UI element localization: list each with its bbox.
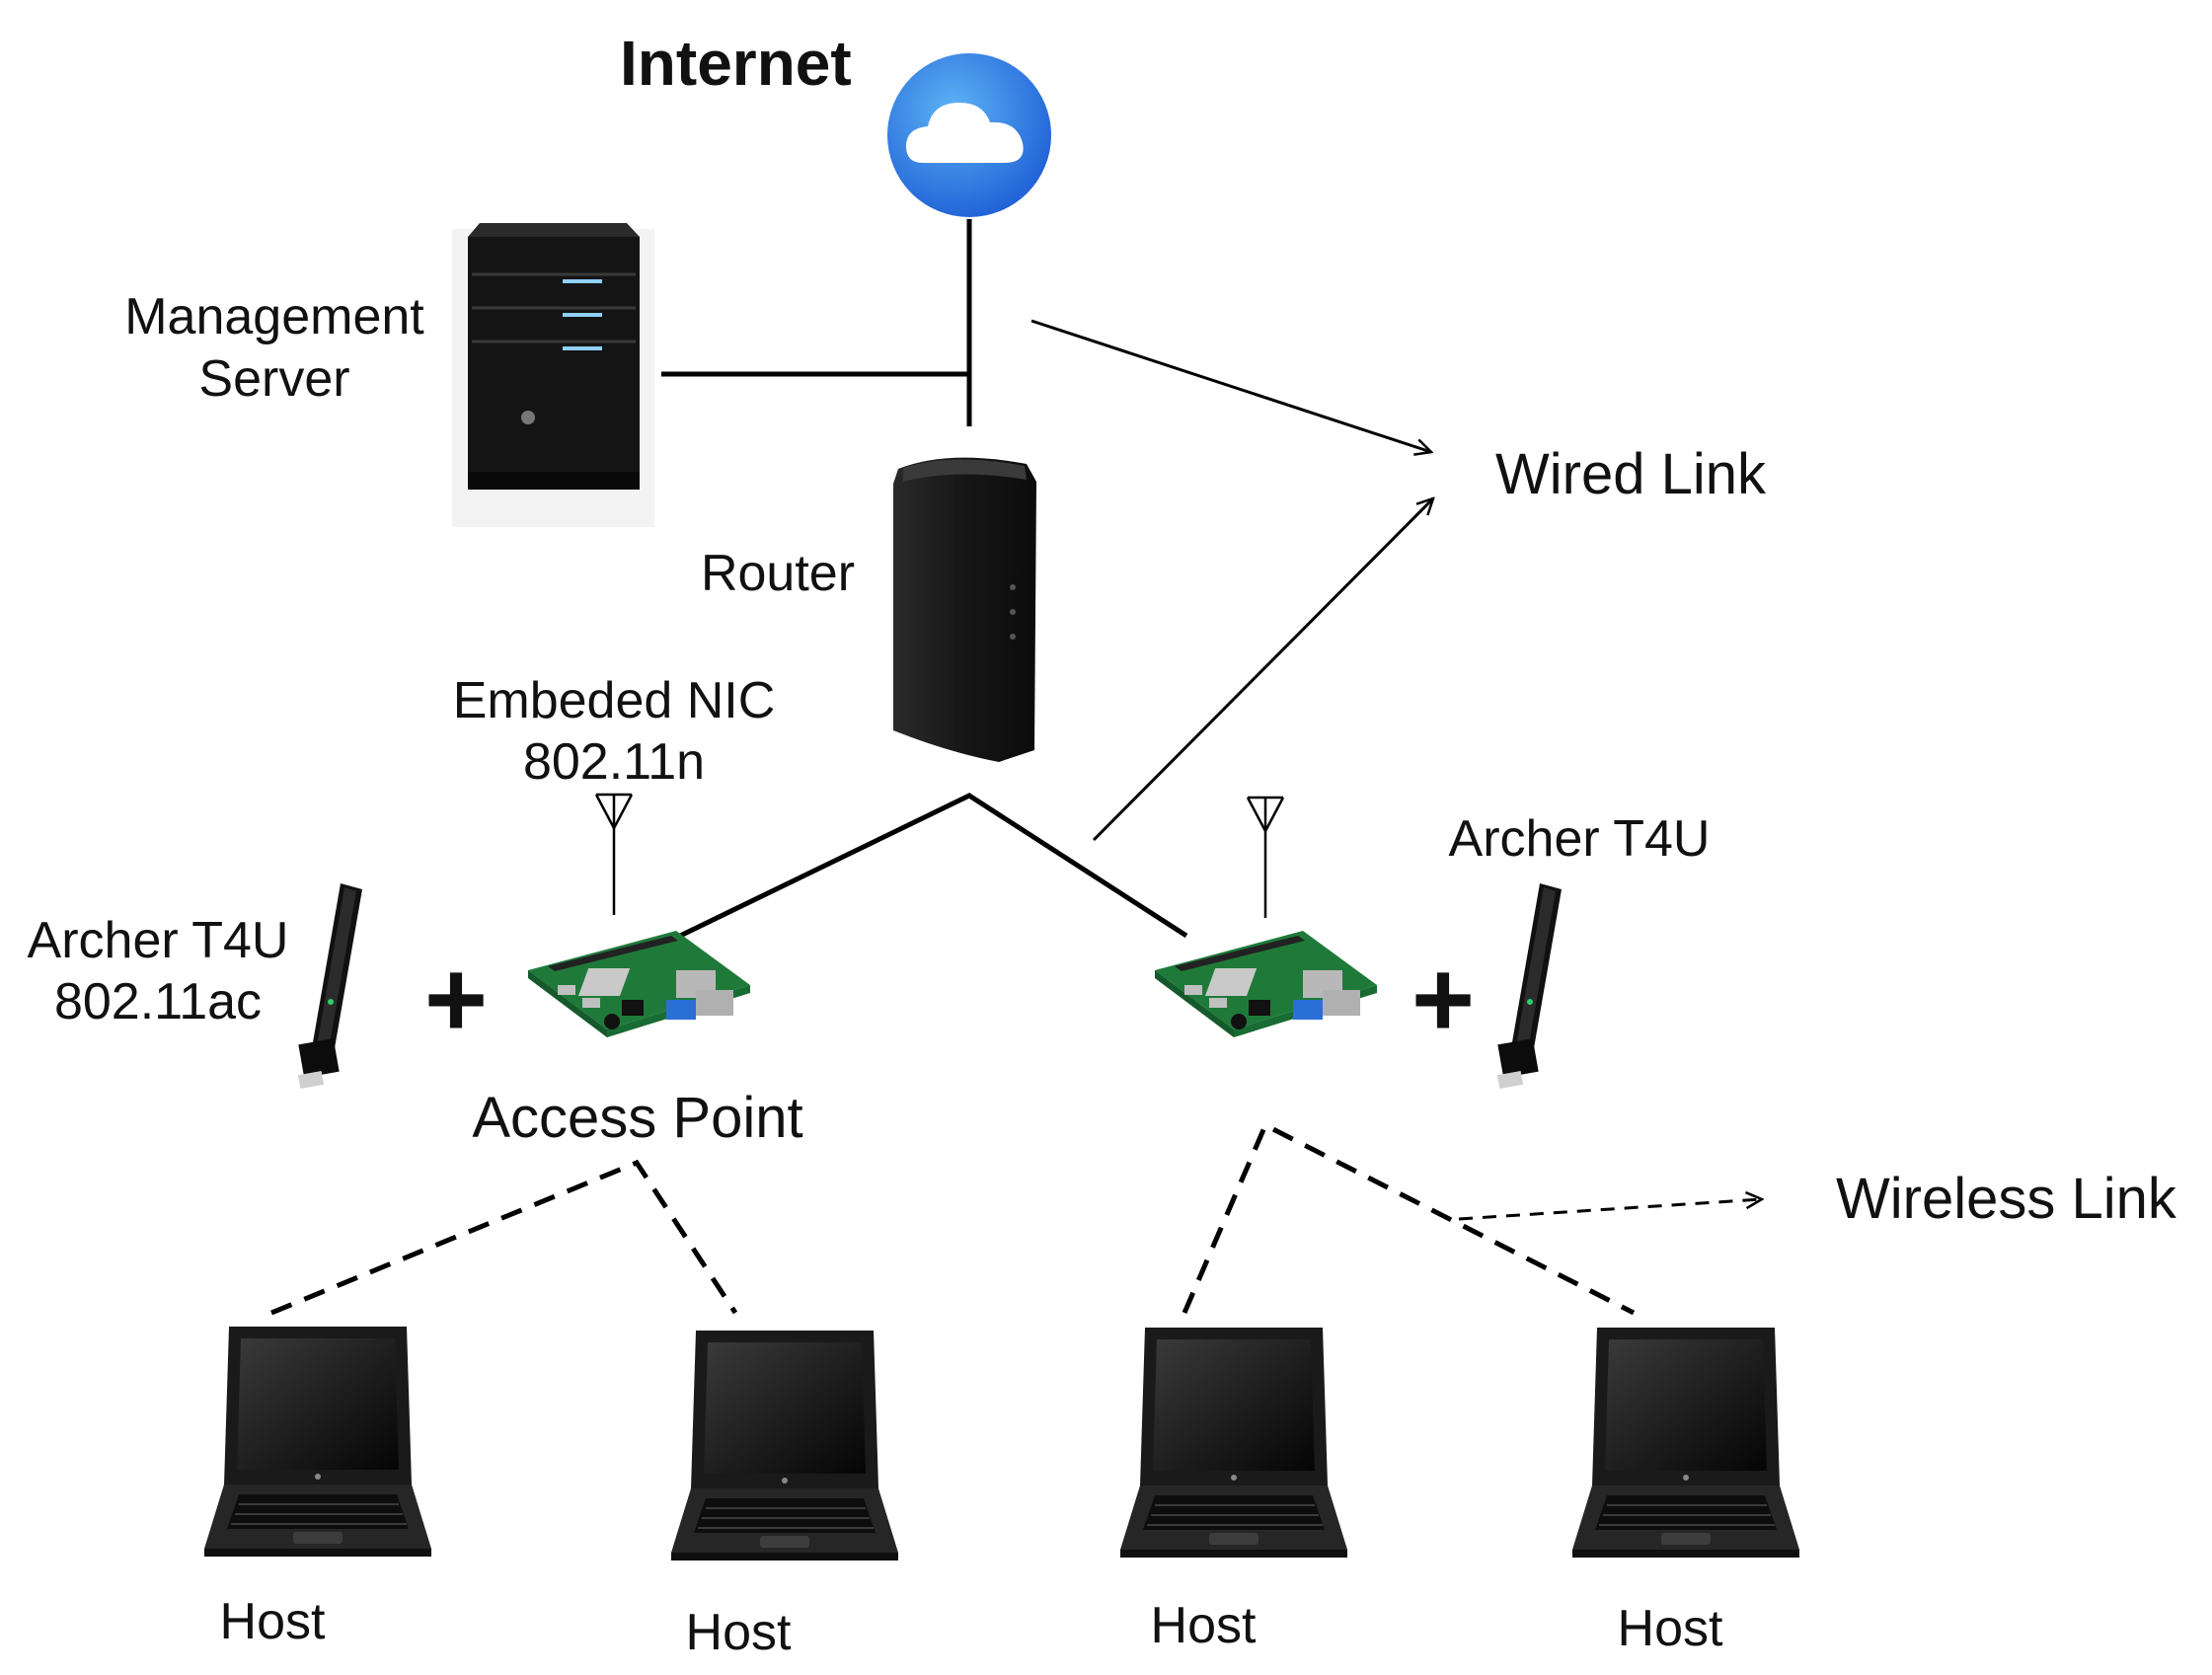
usb-wifi-adapter-icon: [297, 883, 362, 1089]
wired-connections: [661, 219, 1188, 941]
antenna-icon: [1246, 796, 1285, 920]
archer-left-label-line1: Archer T4U: [28, 912, 289, 969]
router: [893, 457, 1036, 762]
right-ap-wireless: [1182, 1121, 1636, 1316]
wireless-connections: [270, 1121, 1636, 1316]
wired-arrow-bottom: [1092, 498, 1433, 842]
router-label: Router: [701, 545, 855, 602]
raspberry-pi-icon: [1155, 931, 1377, 1037]
management-server-label-line1: Management: [124, 288, 424, 345]
host-label: Host: [220, 1593, 326, 1650]
antenna-icon: [594, 793, 634, 917]
laptop-icon: [1571, 1327, 1800, 1559]
access-point-label: Access Point: [472, 1086, 802, 1150]
management-server: [452, 223, 654, 527]
host-label: Host: [686, 1604, 792, 1661]
laptop-icon: [203, 1326, 432, 1558]
internet-label: Internet: [620, 28, 852, 99]
laptop-icon: [1119, 1327, 1348, 1559]
wired-link-arrows: [1030, 319, 1433, 842]
embedded-nic-label-line1: Embeded NIC: [453, 672, 776, 729]
router-access-points-link: [674, 793, 1188, 941]
wired-link-label: Wired Link: [1495, 442, 1767, 506]
archer-left-label-line2: 802.11ac: [54, 973, 262, 1030]
embedded-nic-label-line2: 802.11n: [523, 733, 705, 791]
wireless-link-label: Wireless Link: [1836, 1167, 2177, 1231]
management-server-label-line2: Server: [198, 350, 349, 408]
archer-right-label: Archer T4U: [1449, 810, 1711, 868]
host-label: Host: [1151, 1597, 1257, 1654]
usb-wifi-adapter-icon: [1496, 883, 1562, 1089]
server-icon: [468, 237, 640, 488]
left-ap-wireless: [270, 1159, 738, 1316]
plus-sign-right: +: [1411, 939, 1475, 1060]
wireless-link-arrow: [1458, 1199, 1762, 1221]
host-label: Host: [1618, 1600, 1723, 1657]
wired-arrow-top: [1030, 319, 1431, 452]
router-icon: [893, 457, 1036, 762]
laptop-icon: [670, 1330, 899, 1561]
internet-cloud: [887, 53, 1051, 217]
plus-sign-left: +: [424, 939, 488, 1060]
raspberry-pi-icon: [528, 931, 750, 1037]
